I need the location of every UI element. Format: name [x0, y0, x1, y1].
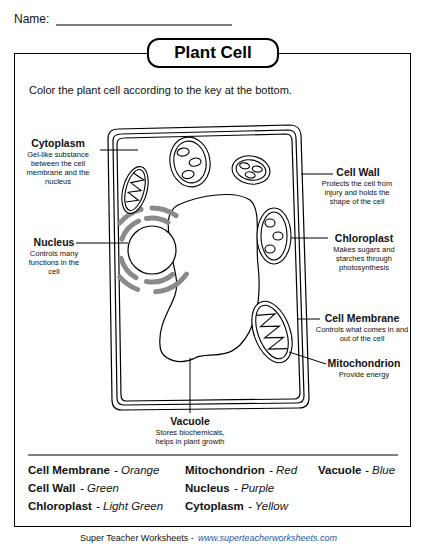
callout-description: Gel-like substance between the cell memb… — [22, 150, 94, 186]
er-band — [146, 275, 172, 282]
granum — [273, 232, 283, 240]
instruction-text: Color the plant cell according to the ke… — [29, 84, 292, 96]
granum — [239, 162, 250, 170]
leader-line — [190, 358, 191, 413]
granum — [252, 165, 263, 173]
cell-wall-outer — [108, 125, 309, 410]
chloroplast-inner — [261, 212, 287, 260]
chloroplast-outer — [230, 153, 272, 187]
chloroplast-shape — [230, 153, 272, 187]
callout-heading: Mitochondrion — [318, 357, 410, 369]
chloroplast-shape — [166, 134, 214, 190]
leader-lines — [76, 150, 333, 413]
footer-credit: Super Teacher Worksheets - — [80, 533, 194, 543]
er-band — [146, 218, 168, 222]
mitochondrion-inner — [249, 301, 294, 363]
key-part-name: Mitochondrion — [185, 464, 265, 477]
er-band — [152, 208, 176, 216]
mitochondrion-outer — [244, 296, 300, 368]
callout-description: Provide energy — [318, 370, 410, 379]
granum — [265, 219, 275, 227]
key-color-name: - Light Green — [96, 500, 163, 513]
cell-body — [108, 125, 309, 410]
granum — [177, 147, 190, 157]
key-part-name: Chloroplast — [28, 500, 92, 513]
key-color-name: - Purple — [234, 482, 274, 495]
key-separator — [28, 455, 398, 456]
granum — [188, 157, 201, 167]
callout-heading: Nucleus — [18, 236, 90, 248]
key-color-name: - Green — [80, 482, 119, 495]
title-box — [148, 39, 278, 67]
key-part-name: Cytoplasm — [185, 500, 244, 513]
chloroplast-shape — [257, 208, 291, 264]
er-band — [156, 274, 187, 292]
callout-description: Protects the cell from injury and holds … — [314, 179, 400, 206]
leader-line — [291, 238, 328, 239]
cell-wall-inner — [113, 130, 304, 405]
key-part-name: Cell Wall — [28, 482, 76, 495]
leader-line — [298, 319, 320, 320]
key-part-name: Nucleus — [185, 482, 230, 495]
key-part-name: Cell Membrane — [28, 464, 110, 477]
key-part-name: Vacuole — [318, 464, 361, 477]
er-band — [122, 221, 139, 239]
nucleus-circle — [128, 226, 176, 274]
chloroplast-inner — [171, 139, 210, 186]
granum — [245, 171, 256, 179]
callout-description: Controls many functions in the cell — [26, 249, 82, 276]
callout-heading: Cytoplasm — [22, 137, 94, 149]
name-line — [56, 25, 232, 26]
key-color-name: - Blue — [365, 464, 395, 477]
name-label: Name: — [14, 13, 49, 27]
mitochondrion-shape — [117, 164, 153, 217]
callout-description: Stores biochemicals, helps in plant grow… — [147, 428, 233, 446]
vacuole-shape — [160, 195, 259, 362]
chloroplast-inner — [234, 158, 267, 183]
cristae — [256, 309, 287, 355]
callout-heading: Cell Membrane — [312, 312, 412, 324]
callout-heading: Chloroplast — [318, 232, 410, 244]
callout-heading: Vacuole — [140, 415, 240, 427]
er-band — [121, 258, 136, 277]
granum — [182, 170, 195, 180]
er-band — [120, 277, 138, 290]
callout-description: Makes sugars and starches through photos… — [322, 245, 406, 272]
cristae — [126, 173, 145, 205]
mitochondrion-inner — [121, 167, 149, 212]
leader-line — [289, 352, 326, 364]
title-text: Plant Cell — [148, 43, 278, 63]
mitochondrion-outer — [117, 164, 153, 217]
chloroplast-outer — [166, 134, 214, 190]
endoplasmic-reticulum — [120, 208, 187, 292]
key-color-name: - Yellow — [248, 500, 288, 513]
mitochondrion-shape — [244, 296, 300, 368]
leader-line — [301, 174, 333, 175]
footer-url: www.superteacherworksheets.com — [198, 533, 337, 543]
callout-heading: Cell Wall — [312, 166, 404, 178]
key-color-name: - Red — [269, 464, 297, 477]
key-color-name: - Orange — [114, 464, 159, 477]
granum — [265, 245, 275, 253]
leader-line — [100, 150, 138, 151]
cell-membrane — [117, 134, 300, 401]
leader-line — [76, 243, 128, 244]
callout-description: Controls what comes in and out of the ce… — [312, 325, 412, 343]
chloroplast-outer — [257, 208, 291, 264]
